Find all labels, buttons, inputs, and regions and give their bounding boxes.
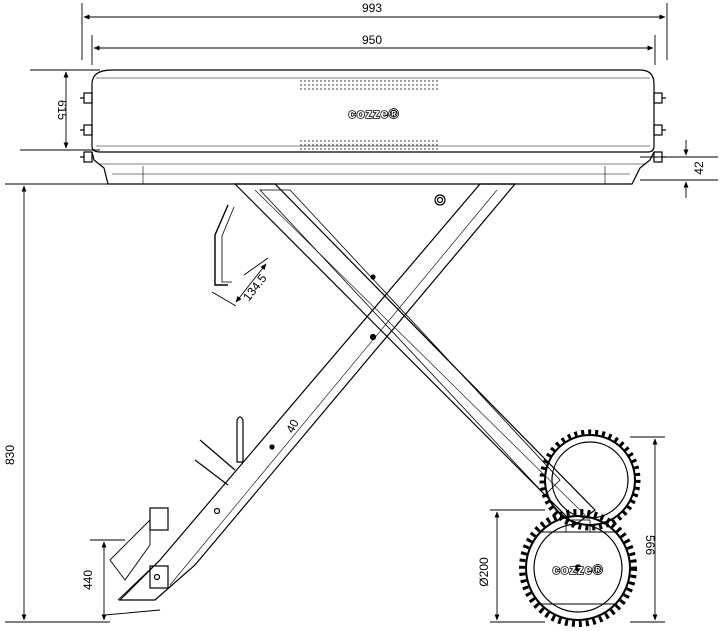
vent-slots-bottom: [300, 140, 440, 150]
dim-leg-width: 40: [283, 417, 302, 436]
grill-body: [80, 69, 666, 185]
dim-wheel-height: 566: [643, 535, 657, 555]
dim-handle-length: 134.5: [240, 271, 270, 304]
dim-overall-width: 993: [362, 1, 382, 15]
vent-slots-top: [300, 80, 440, 90]
wheel-logo: cozze®: [553, 562, 604, 577]
dimension-lines: [5, 3, 718, 623]
dim-body-height: 615: [55, 100, 69, 120]
front-wheel: [519, 509, 637, 627]
dim-wheel-diameter: Ø200: [477, 557, 491, 587]
lid-logo: cozze®: [349, 106, 400, 121]
dim-edge-height: 42: [692, 161, 706, 175]
dim-body-width: 950: [362, 33, 382, 47]
x-frame-legs: [104, 183, 596, 616]
dim-total-height: 830: [3, 445, 17, 465]
dim-lower-height: 440: [81, 570, 95, 590]
